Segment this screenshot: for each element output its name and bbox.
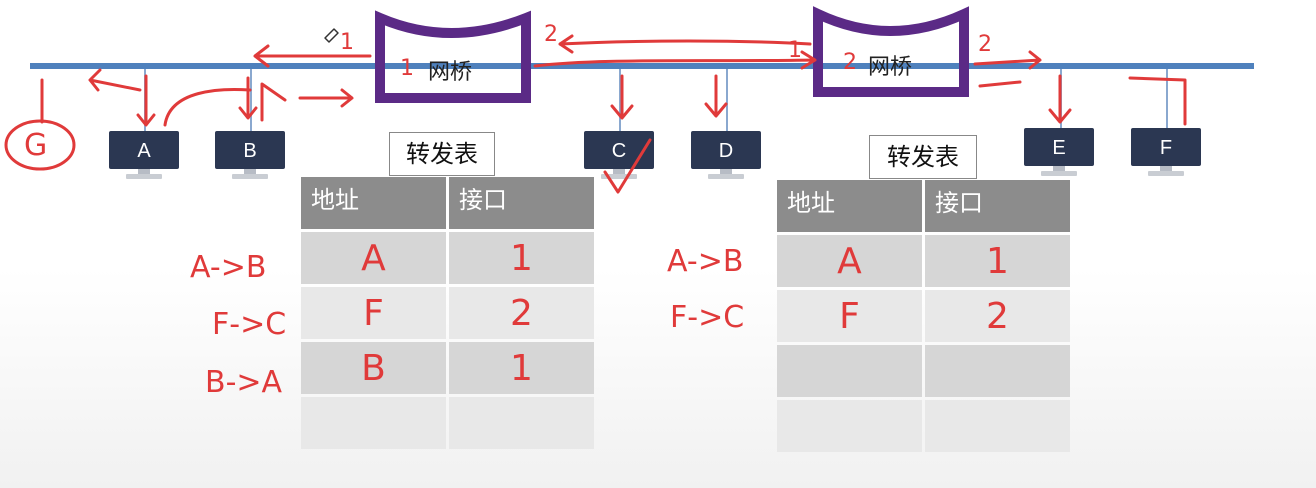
table-cell: 2 [449, 287, 594, 339]
table-row: F 2 [777, 290, 1070, 342]
network-bus [30, 63, 1254, 69]
host-a-base [126, 174, 162, 179]
table-cell [301, 397, 446, 449]
host-f-label: F [1131, 128, 1201, 166]
host-a-label: A [109, 131, 179, 169]
table-cell [925, 400, 1070, 452]
table-2-note-1: A->B [667, 244, 744, 279]
table-row: B 1 [301, 342, 594, 394]
host-f-base [1148, 171, 1184, 176]
host-e-base [1041, 171, 1077, 176]
host-b-base [232, 174, 268, 179]
pencil-icon [324, 28, 339, 43]
table-cell [449, 397, 594, 449]
check-mark-c [603, 138, 652, 194]
bridge-1-port-2: 2 [544, 22, 558, 47]
table-cell: A [777, 235, 922, 287]
drop-line-c [619, 69, 621, 131]
arrow-bridge-2-right [973, 50, 1042, 70]
arrow-to-bridge-1 [260, 82, 354, 122]
drop-line-f [1166, 69, 1168, 129]
table-cell [777, 345, 922, 397]
host-g-circle [4, 119, 76, 171]
arrow-bridge-1-right [533, 50, 817, 70]
table-row: A 1 [777, 235, 1070, 287]
table-1-title: 转发表 [389, 132, 495, 176]
bridge-1-label: 网桥 [428, 60, 473, 85]
host-a-stand [138, 169, 150, 174]
table-2-title: 转发表 [869, 135, 977, 179]
bridge-1-id-mark: 1 [400, 56, 414, 81]
table-cell [777, 400, 922, 452]
table-1-note-2: F->C [212, 307, 287, 342]
drop-line-d [726, 69, 728, 131]
arrow-b-down [238, 76, 258, 120]
host-e[interactable]: E [1024, 128, 1094, 178]
table-row [301, 397, 594, 449]
arrow-c-down [610, 74, 634, 120]
table-cell: 1 [449, 342, 594, 394]
table-cell: A [301, 232, 446, 284]
bridge-2-port-2: 2 [978, 32, 992, 57]
host-g-label: G [24, 128, 48, 163]
table-cell [925, 345, 1070, 397]
table-header-row: 地址 接口 [777, 180, 1070, 232]
host-b-stand [244, 169, 256, 174]
table-cell: 1 [449, 232, 594, 284]
host-a[interactable]: A [109, 131, 179, 181]
table-1-note-1: A->B [190, 250, 267, 285]
host-f[interactable]: F [1131, 128, 1201, 178]
host-b-label: B [215, 131, 285, 169]
arrow-a-down [136, 74, 156, 127]
bridge-2-label: 网桥 [868, 55, 913, 80]
host-d[interactable]: D [691, 131, 761, 181]
drop-line-b [250, 69, 252, 131]
host-d-stand [720, 169, 732, 174]
bridge-1-shape [375, 10, 531, 103]
table-header-port: 接口 [925, 180, 1070, 232]
table-cell: 2 [925, 290, 1070, 342]
bridge-2-shape [813, 6, 969, 97]
table-row [777, 345, 1070, 397]
host-e-stand [1053, 166, 1065, 171]
forwarding-table-2: 地址 接口 A 1 F 2 [774, 177, 1073, 455]
table-row: A 1 [301, 232, 594, 284]
table-cell: F [777, 290, 922, 342]
arrow-bridge-1-left [253, 44, 372, 68]
table-cell: B [301, 342, 446, 394]
host-c-stand [613, 169, 625, 174]
arrow-a-left [88, 68, 142, 92]
table-header-address: 地址 [301, 177, 446, 229]
table-row: F 2 [301, 287, 594, 339]
arrow-f-path [978, 76, 1187, 126]
bridge-2-id-mark: 2 [843, 50, 857, 75]
host-b[interactable]: B [215, 131, 285, 181]
host-d-base [708, 174, 744, 179]
arrow-d-down [704, 74, 728, 118]
arrow-b-up [163, 87, 252, 127]
table-cell: F [301, 287, 446, 339]
host-f-stand [1160, 166, 1172, 171]
host-c-base [601, 174, 637, 179]
arrow-bridge-2-left [558, 34, 812, 54]
host-e-label: E [1024, 128, 1094, 166]
table-row [777, 400, 1070, 452]
table-cell: 1 [925, 235, 1070, 287]
table-2-note-2: F->C [670, 300, 745, 335]
host-d-label: D [691, 131, 761, 169]
table-header-address: 地址 [777, 180, 922, 232]
arrow-e-down [1048, 74, 1072, 124]
bridge-1-port-1: 1 [340, 30, 354, 55]
forwarding-table-1: 地址 接口 A 1 F 2 B 1 [298, 174, 597, 452]
table-1-note-3: B->A [205, 365, 283, 400]
table-header-row: 地址 接口 [301, 177, 594, 229]
table-header-port: 接口 [449, 177, 594, 229]
